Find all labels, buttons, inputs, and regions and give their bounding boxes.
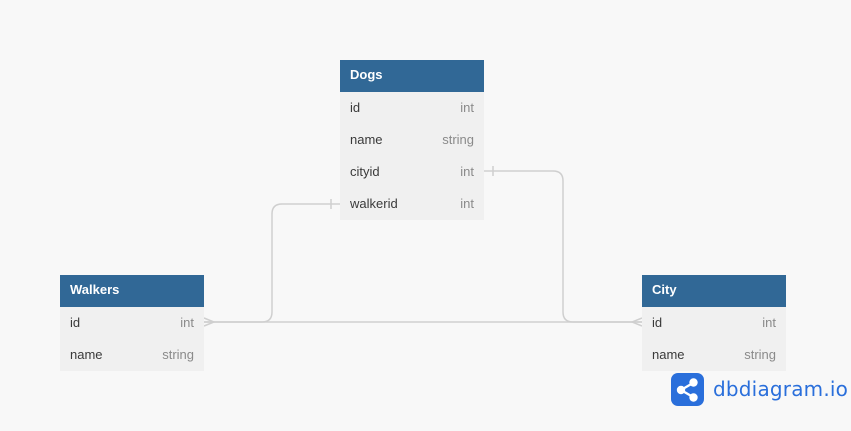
field-row-city-name[interactable]: name string	[642, 339, 786, 371]
relationship-dogs-walkers[interactable]	[204, 203, 340, 323]
field-row-dogs-walkerid[interactable]: walkerid int	[340, 188, 484, 220]
many-marker-city-id	[629, 317, 643, 327]
table-dogs-header[interactable]: Dogs	[340, 60, 484, 92]
relationship-dogs-city[interactable]	[484, 170, 642, 323]
table-dogs[interactable]: Dogs id int name string cityid int walke…	[340, 60, 484, 220]
field-name: name	[70, 347, 103, 362]
field-row-walkers-id[interactable]: id int	[60, 307, 204, 339]
dbdiagram-logo-icon	[671, 372, 704, 406]
field-name: id	[350, 100, 361, 115]
field-type: int	[460, 100, 474, 115]
field-name: id	[70, 315, 81, 330]
field-type: string	[162, 347, 194, 362]
table-walkers-header[interactable]: Walkers	[60, 275, 204, 307]
field-type: int	[180, 315, 194, 330]
field-name: name	[350, 132, 383, 147]
brand-watermark[interactable]: dbdiagram.io	[671, 372, 848, 406]
field-row-city-id[interactable]: id int	[642, 307, 786, 339]
field-type: string	[744, 347, 776, 362]
table-walkers[interactable]: Walkers id int name string	[60, 275, 204, 371]
share-nodes-icon	[676, 377, 698, 402]
field-type: int	[762, 315, 776, 330]
field-type: int	[460, 164, 474, 179]
field-row-walkers-name[interactable]: name string	[60, 339, 204, 371]
field-type: string	[442, 132, 474, 147]
field-name: name	[652, 347, 685, 362]
table-city[interactable]: City id int name string	[642, 275, 786, 371]
table-city-header[interactable]: City	[642, 275, 786, 307]
field-row-dogs-name[interactable]: name string	[340, 124, 484, 156]
brand-name: dbdiagram.io	[713, 377, 849, 401]
field-name: cityid	[350, 164, 380, 179]
field-type: int	[460, 196, 474, 211]
field-row-dogs-cityid[interactable]: cityid int	[340, 156, 484, 188]
field-row-dogs-id[interactable]: id int	[340, 92, 484, 124]
field-name: walkerid	[350, 196, 398, 211]
field-name: id	[652, 315, 663, 330]
